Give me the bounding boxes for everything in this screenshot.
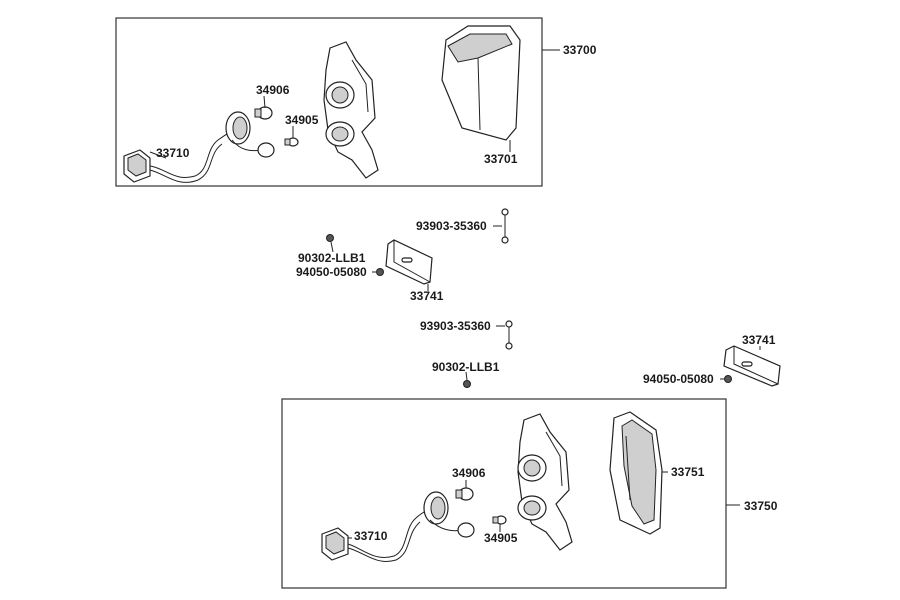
lower-lens	[609, 411, 663, 535]
lower-bolt	[463, 371, 471, 388]
lower-housing	[517, 413, 573, 551]
upper-socket	[225, 111, 275, 158]
lower-socket	[423, 491, 475, 538]
label-lower-bulb-large: 34906	[452, 466, 486, 480]
upper-screw	[493, 208, 509, 244]
label-left-nut: 94050-05080	[296, 265, 367, 279]
label-upper-bulb-small: 34905	[285, 113, 319, 127]
upper-bulb-small	[284, 137, 299, 147]
label-lower-lens: 33751	[671, 465, 705, 479]
upper-bulb-large	[254, 106, 273, 120]
left-reflector	[385, 239, 433, 285]
label-upper-bulb-large: 34906	[256, 83, 290, 97]
label-left-bolt: 90302-LLB1	[298, 251, 366, 265]
label-upper-screw: 93903-35360	[416, 219, 487, 233]
label-lower-harness: 33710	[354, 529, 388, 543]
label-upper-lens: 33701	[484, 152, 518, 166]
label-left-reflector: 33741	[410, 289, 444, 303]
label-upper-assembly: 33700	[563, 43, 597, 57]
upper-assembly-box	[115, 17, 543, 187]
lower-bulb-small	[492, 515, 507, 525]
left-nut	[372, 268, 384, 276]
label-lower-bolt: 90302-LLB1	[432, 360, 500, 374]
lower-screw	[496, 320, 513, 350]
label-lower-screw: 93903-35360	[420, 319, 491, 333]
lower-bulb-large	[455, 487, 474, 501]
label-right-nut: 94050-05080	[643, 372, 714, 386]
label-lower-assembly: 33750	[744, 499, 778, 513]
label-upper-harness: 33710	[156, 146, 190, 160]
left-bolt	[326, 234, 334, 253]
label-lower-bulb-small: 34905	[484, 531, 518, 545]
lower-assembly-box	[281, 398, 727, 589]
right-reflector	[723, 345, 781, 387]
label-right-reflector: 33741	[742, 333, 776, 347]
upper-lens	[441, 25, 521, 141]
right-nut	[724, 375, 732, 383]
upper-housing	[323, 41, 379, 179]
upper-harness-connector	[123, 127, 237, 183]
